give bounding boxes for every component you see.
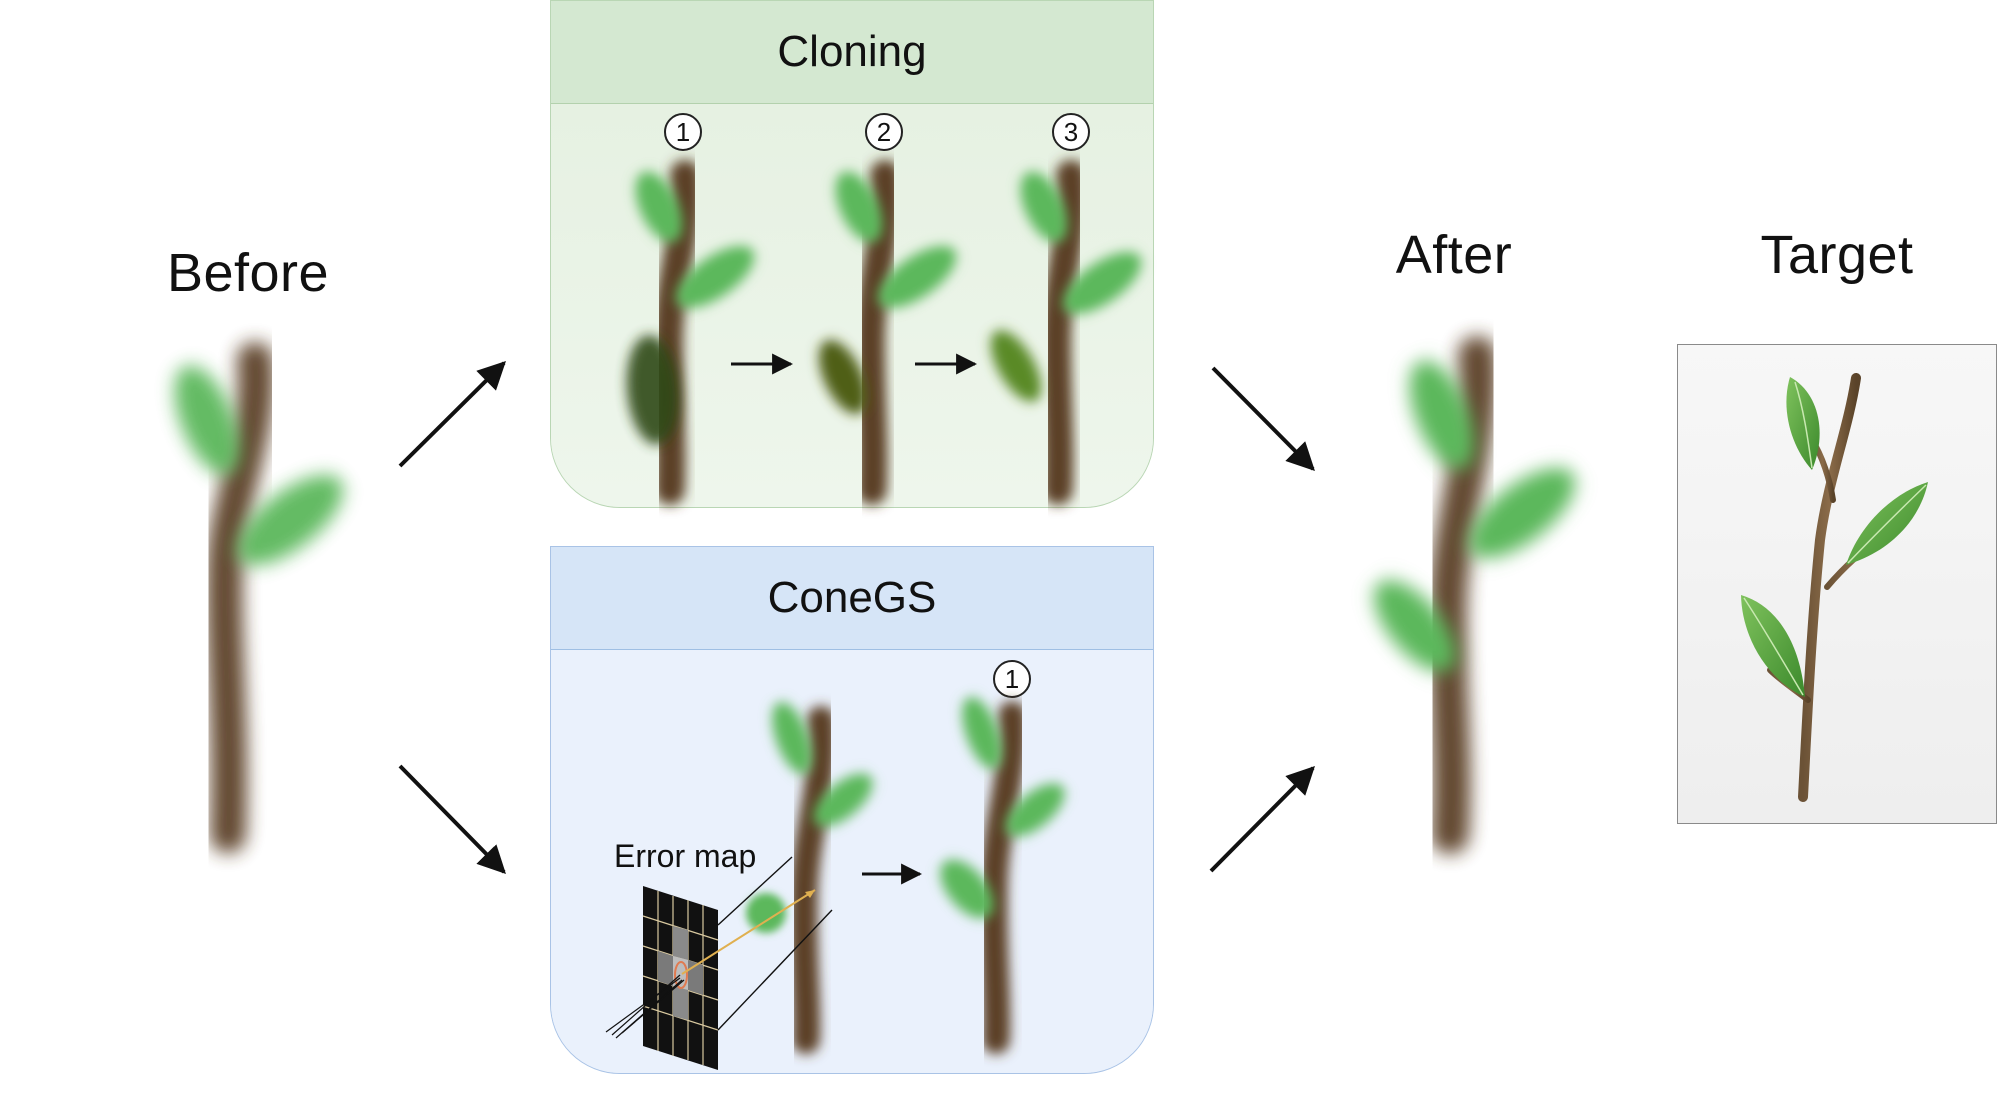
target-photo-frame (1677, 344, 1997, 824)
conegs-step-1-badge: 1 (993, 660, 1031, 698)
cloning-step-1-badge: 1 (664, 113, 702, 151)
cloning-step-3-badge: 3 (1052, 113, 1090, 151)
cloning-plant-1 (626, 160, 755, 505)
target-twig-photo (1741, 373, 1928, 802)
error-map-grid (642, 886, 719, 1070)
error-map-rays (605, 856, 833, 1039)
before-heading: Before (166, 243, 330, 303)
conegs-plant-1 (746, 701, 873, 1054)
arrow-before-to-cloning (398, 361, 506, 468)
cloning-step-2-badge: 2 (865, 113, 903, 151)
arrow-conegs-to-after (1209, 766, 1315, 873)
before-plant (174, 342, 344, 853)
arrow-cloning-to-after (1211, 366, 1315, 471)
target-heading: Target (1760, 225, 1914, 285)
cloning-plant-3 (990, 160, 1142, 505)
after-heading: After (1395, 225, 1513, 285)
conegs-panel-title: ConeGS (551, 547, 1153, 650)
after-plant (1373, 336, 1576, 854)
cloning-plant-2 (818, 160, 957, 505)
error-map-label: Error map (614, 838, 757, 874)
cloning-panel-title: Cloning (551, 1, 1153, 104)
arrow-before-to-conegs (398, 764, 506, 874)
conegs-plant-2 (940, 696, 1065, 1054)
